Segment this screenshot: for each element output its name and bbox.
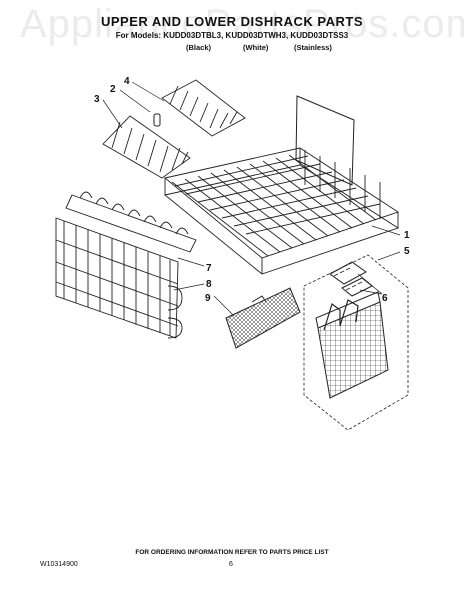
upper-rack — [163, 95, 400, 275]
callout-8: 8 — [206, 279, 212, 290]
lower-rack — [55, 217, 183, 339]
callout-3: 3 — [94, 94, 100, 105]
mesh-panel — [225, 287, 301, 349]
page-number: 6 — [229, 561, 233, 568]
callout-6: 6 — [382, 293, 388, 304]
callout-4: 4 — [124, 76, 130, 87]
callout-1: 1 — [404, 230, 410, 241]
lower-tine-assembly — [65, 191, 197, 253]
watermark: AppliancePartsPros.com — [20, 2, 464, 46]
callout-5: 5 — [404, 246, 410, 257]
tine-clip — [153, 113, 161, 127]
leader-lines — [102, 81, 401, 317]
callout-7: 7 — [206, 263, 212, 274]
document-number: W10314900 — [40, 561, 78, 568]
upper-tine-row-left — [102, 115, 191, 179]
silverware-basket-group — [303, 254, 409, 431]
model-list: For Models: KUDD03DTBL3, KUDD03DTWH3, KU… — [115, 31, 349, 40]
callout-2: 2 — [110, 84, 116, 95]
finish-black: (Black) — [186, 43, 212, 52]
ordering-note: FOR ORDERING INFORMATION REFER TO PARTS … — [135, 549, 329, 556]
finish-white: (White) — [243, 43, 269, 52]
finish-stainless: (Stainless) — [294, 43, 332, 52]
callout-9: 9 — [205, 293, 211, 304]
upper-tine-row-right — [161, 79, 246, 137]
page-title: UPPER AND LOWER DISHRACK PARTS — [100, 14, 363, 29]
